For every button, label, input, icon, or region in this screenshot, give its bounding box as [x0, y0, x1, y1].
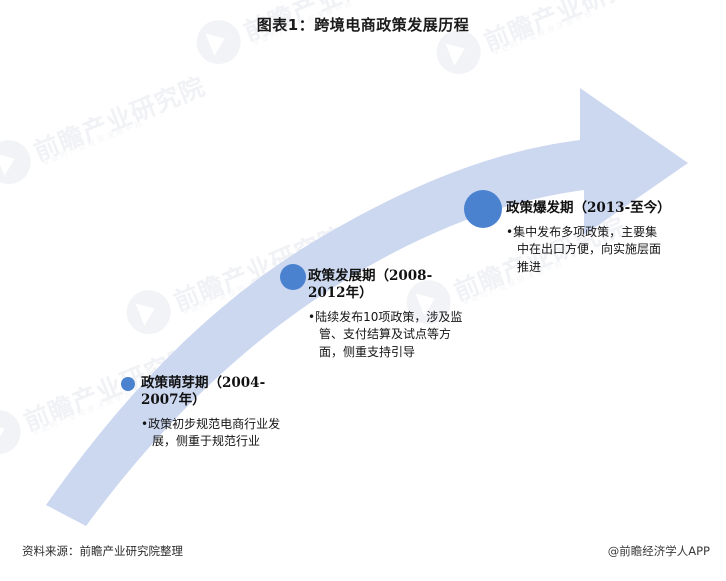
bullet-marker: •: [308, 309, 316, 324]
milestone-heading: 政策爆发期（2013-至今）: [506, 200, 671, 216]
milestone-marker-1: [121, 377, 135, 391]
milestone-bullet-text: 集中发布多项政策，主要集中在出口方便，向实施层面推进: [513, 224, 662, 274]
milestone-marker-2: [280, 264, 306, 290]
milestone-bullet: •政策初步规范电商行业发展，侧重于规范行业: [141, 416, 301, 451]
bullet-marker: •: [141, 416, 149, 431]
milestone-2: 政策发展期（2008-2012年） •陆续发布10项政策，涉及监管、支付结算及试…: [308, 268, 468, 361]
milestone-3: 政策爆发期（2013-至今） •集中发布多项政策，主要集中在出口方便，向实施层面…: [506, 200, 671, 276]
bullet-marker: •: [506, 224, 514, 239]
milestone-bullet: •集中发布多项政策，主要集中在出口方便，向实施层面推进: [506, 224, 668, 276]
app-attribution: @前瞻经济学人APP: [607, 544, 710, 558]
milestone-1: 政策萌芽期（2004-2007年） •政策初步规范电商行业发展，侧重于规范行业: [141, 375, 301, 451]
milestone-bullet: •陆续发布10项政策，涉及监管、支付结算及试点等方面，侧重支持引导: [308, 309, 468, 361]
milestone-marker-3: [464, 190, 502, 228]
milestone-bullet-text: 陆续发布10项政策，涉及监管、支付结算及试点等方面，侧重支持引导: [315, 309, 463, 359]
milestone-heading: 政策发展期（2008-2012年）: [308, 268, 433, 301]
milestone-bullet-text: 政策初步规范电商行业发展，侧重于规范行业: [148, 416, 281, 449]
source-note: 资料来源：前瞻产业研究院整理: [22, 544, 183, 558]
milestone-heading: 政策萌芽期（2004-2007年）: [141, 375, 266, 408]
page-title: 图表1：跨境电商政策发展历程: [256, 16, 470, 34]
